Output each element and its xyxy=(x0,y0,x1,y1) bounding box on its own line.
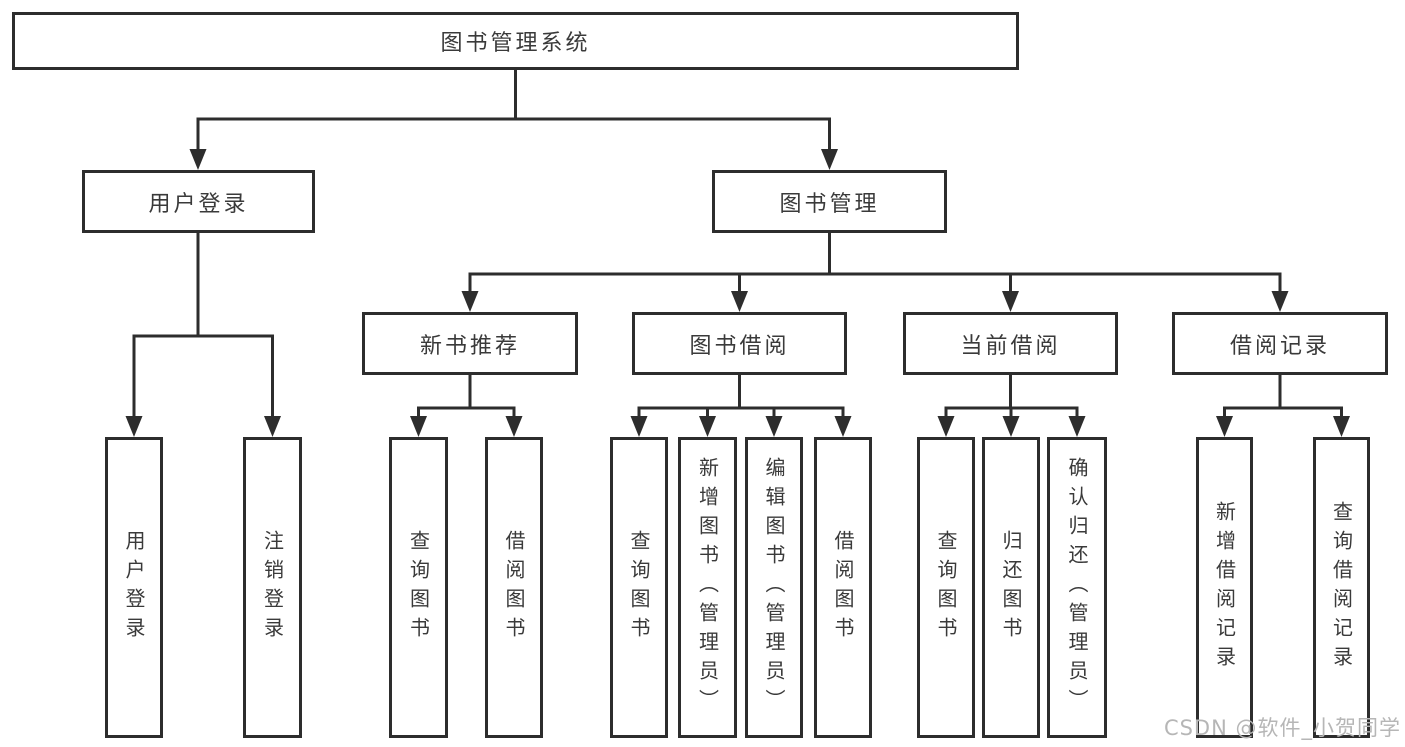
leaf-newbook-borrow-books-label: 借阅图书 xyxy=(502,529,526,646)
leaf-borrow-add-books-admin-label: 新增图书（管理员） xyxy=(695,457,720,718)
leaf-borrow-edit-books-admin: 编辑图书（管理员） xyxy=(745,437,803,738)
node-new-book-recommend-label: 新书推荐 xyxy=(419,333,520,359)
leaf-records-add-borrow-record-label: 新增借阅记录 xyxy=(1212,500,1237,675)
node-current-borrowing-label: 当前借阅 xyxy=(960,333,1061,359)
node-user-login: 用户登录 xyxy=(82,170,315,233)
node-user-login-label: 用户登录 xyxy=(148,191,249,217)
leaf-borrow-query-books-label: 查询图书 xyxy=(627,529,651,646)
node-borrowing-records: 借阅记录 xyxy=(1172,312,1388,375)
leaf-newbook-borrow-books: 借阅图书 xyxy=(485,437,543,738)
leaf-current-query-books: 查询图书 xyxy=(917,437,975,738)
node-book-management-label: 图书管理 xyxy=(779,191,880,217)
leaf-logout-label: 注销登录 xyxy=(260,529,285,646)
leaf-records-add-borrow-record: 新增借阅记录 xyxy=(1196,437,1253,738)
leaf-borrow-query-books: 查询图书 xyxy=(610,437,668,738)
leaf-newbook-query-books: 查询图书 xyxy=(389,437,448,738)
leaf-current-return-books: 归还图书 xyxy=(982,437,1040,738)
node-book-management: 图书管理 xyxy=(712,170,947,233)
leaf-borrow-borrow-books: 借阅图书 xyxy=(814,437,872,738)
leaf-logout: 注销登录 xyxy=(243,437,302,738)
leaf-newbook-query-books-label: 查询图书 xyxy=(406,529,431,646)
node-book-borrowing: 图书借阅 xyxy=(632,312,847,375)
watermark: CSDN @软件_小贺同学 xyxy=(1163,716,1401,740)
leaf-borrow-borrow-books-label: 借阅图书 xyxy=(831,529,855,646)
leaf-current-return-books-label: 归还图书 xyxy=(999,529,1023,646)
leaf-borrow-add-books-admin: 新增图书（管理员） xyxy=(678,437,737,738)
node-root-label: 图书管理系统 xyxy=(440,31,591,56)
leaf-user-login: 用户登录 xyxy=(105,437,163,738)
node-book-borrowing-label: 图书借阅 xyxy=(689,333,790,359)
node-borrowing-records-label: 借阅记录 xyxy=(1229,333,1330,359)
arrowheads xyxy=(125,149,1350,437)
node-new-book-recommend: 新书推荐 xyxy=(362,312,578,375)
leaf-current-query-books-label: 查询图书 xyxy=(934,529,958,646)
node-current-borrowing: 当前借阅 xyxy=(903,312,1118,375)
leaf-current-confirm-return-admin: 确认归还（管理员） xyxy=(1047,437,1107,738)
node-root: 图书管理系统 xyxy=(12,12,1019,70)
leaf-user-login-label: 用户登录 xyxy=(122,529,146,646)
leaf-current-confirm-return-admin-label: 确认归还（管理员） xyxy=(1065,457,1089,718)
leaf-records-query-borrow-record-label: 查询借阅记录 xyxy=(1329,500,1354,675)
leaf-borrow-edit-books-admin-label: 编辑图书（管理员） xyxy=(762,457,786,718)
leaf-records-query-borrow-record: 查询借阅记录 xyxy=(1313,437,1370,738)
